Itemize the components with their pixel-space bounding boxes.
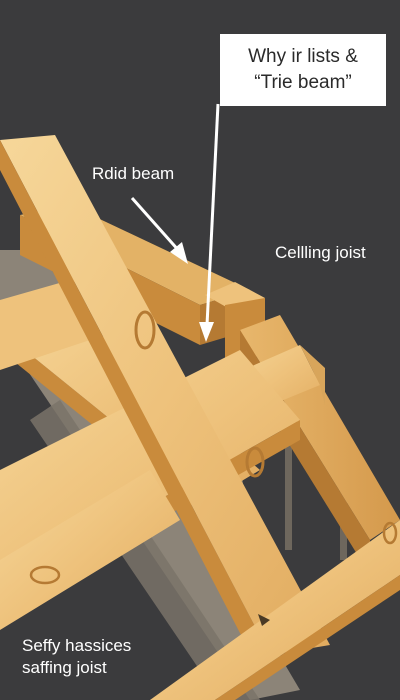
bottom-member-face	[150, 520, 400, 700]
main-rafter	[0, 135, 330, 662]
main-rafter-face	[0, 135, 330, 655]
ridge-arrow-head	[170, 242, 188, 264]
ceiling-joist-label: Cellling joist	[275, 243, 366, 262]
bottom-member	[150, 520, 400, 700]
callout-box: Why ir lists & “Trie beam”	[220, 34, 386, 106]
knot-3	[382, 521, 398, 545]
right-rafter-end	[300, 345, 325, 405]
callout-line-2: “Trie beam”	[254, 72, 352, 93]
knot-2	[245, 446, 265, 478]
bottom-label-line-1: Seffy hassices	[22, 636, 132, 655]
callout-arrow-line	[205, 103, 220, 326]
bottom-label-line-2: saffing joist	[22, 658, 107, 677]
bottom-member-edge	[215, 575, 400, 700]
main-rafter-edge	[0, 140, 270, 662]
small-arrow-marker	[258, 614, 270, 626]
left-stub	[0, 280, 90, 370]
knot-4	[29, 565, 61, 585]
callout-arrow-head	[199, 322, 214, 342]
lower-left-block	[0, 470, 180, 630]
pointer-arrows	[130, 103, 270, 626]
vertical-post-3	[285, 400, 292, 550]
ridge-beam-label: Rdid beam	[92, 164, 175, 183]
callout-line-1: Why ir lists &	[248, 46, 358, 67]
knot-1	[134, 310, 156, 350]
ridge-arrow-line	[130, 197, 182, 253]
lower-left-block-face	[0, 470, 180, 630]
